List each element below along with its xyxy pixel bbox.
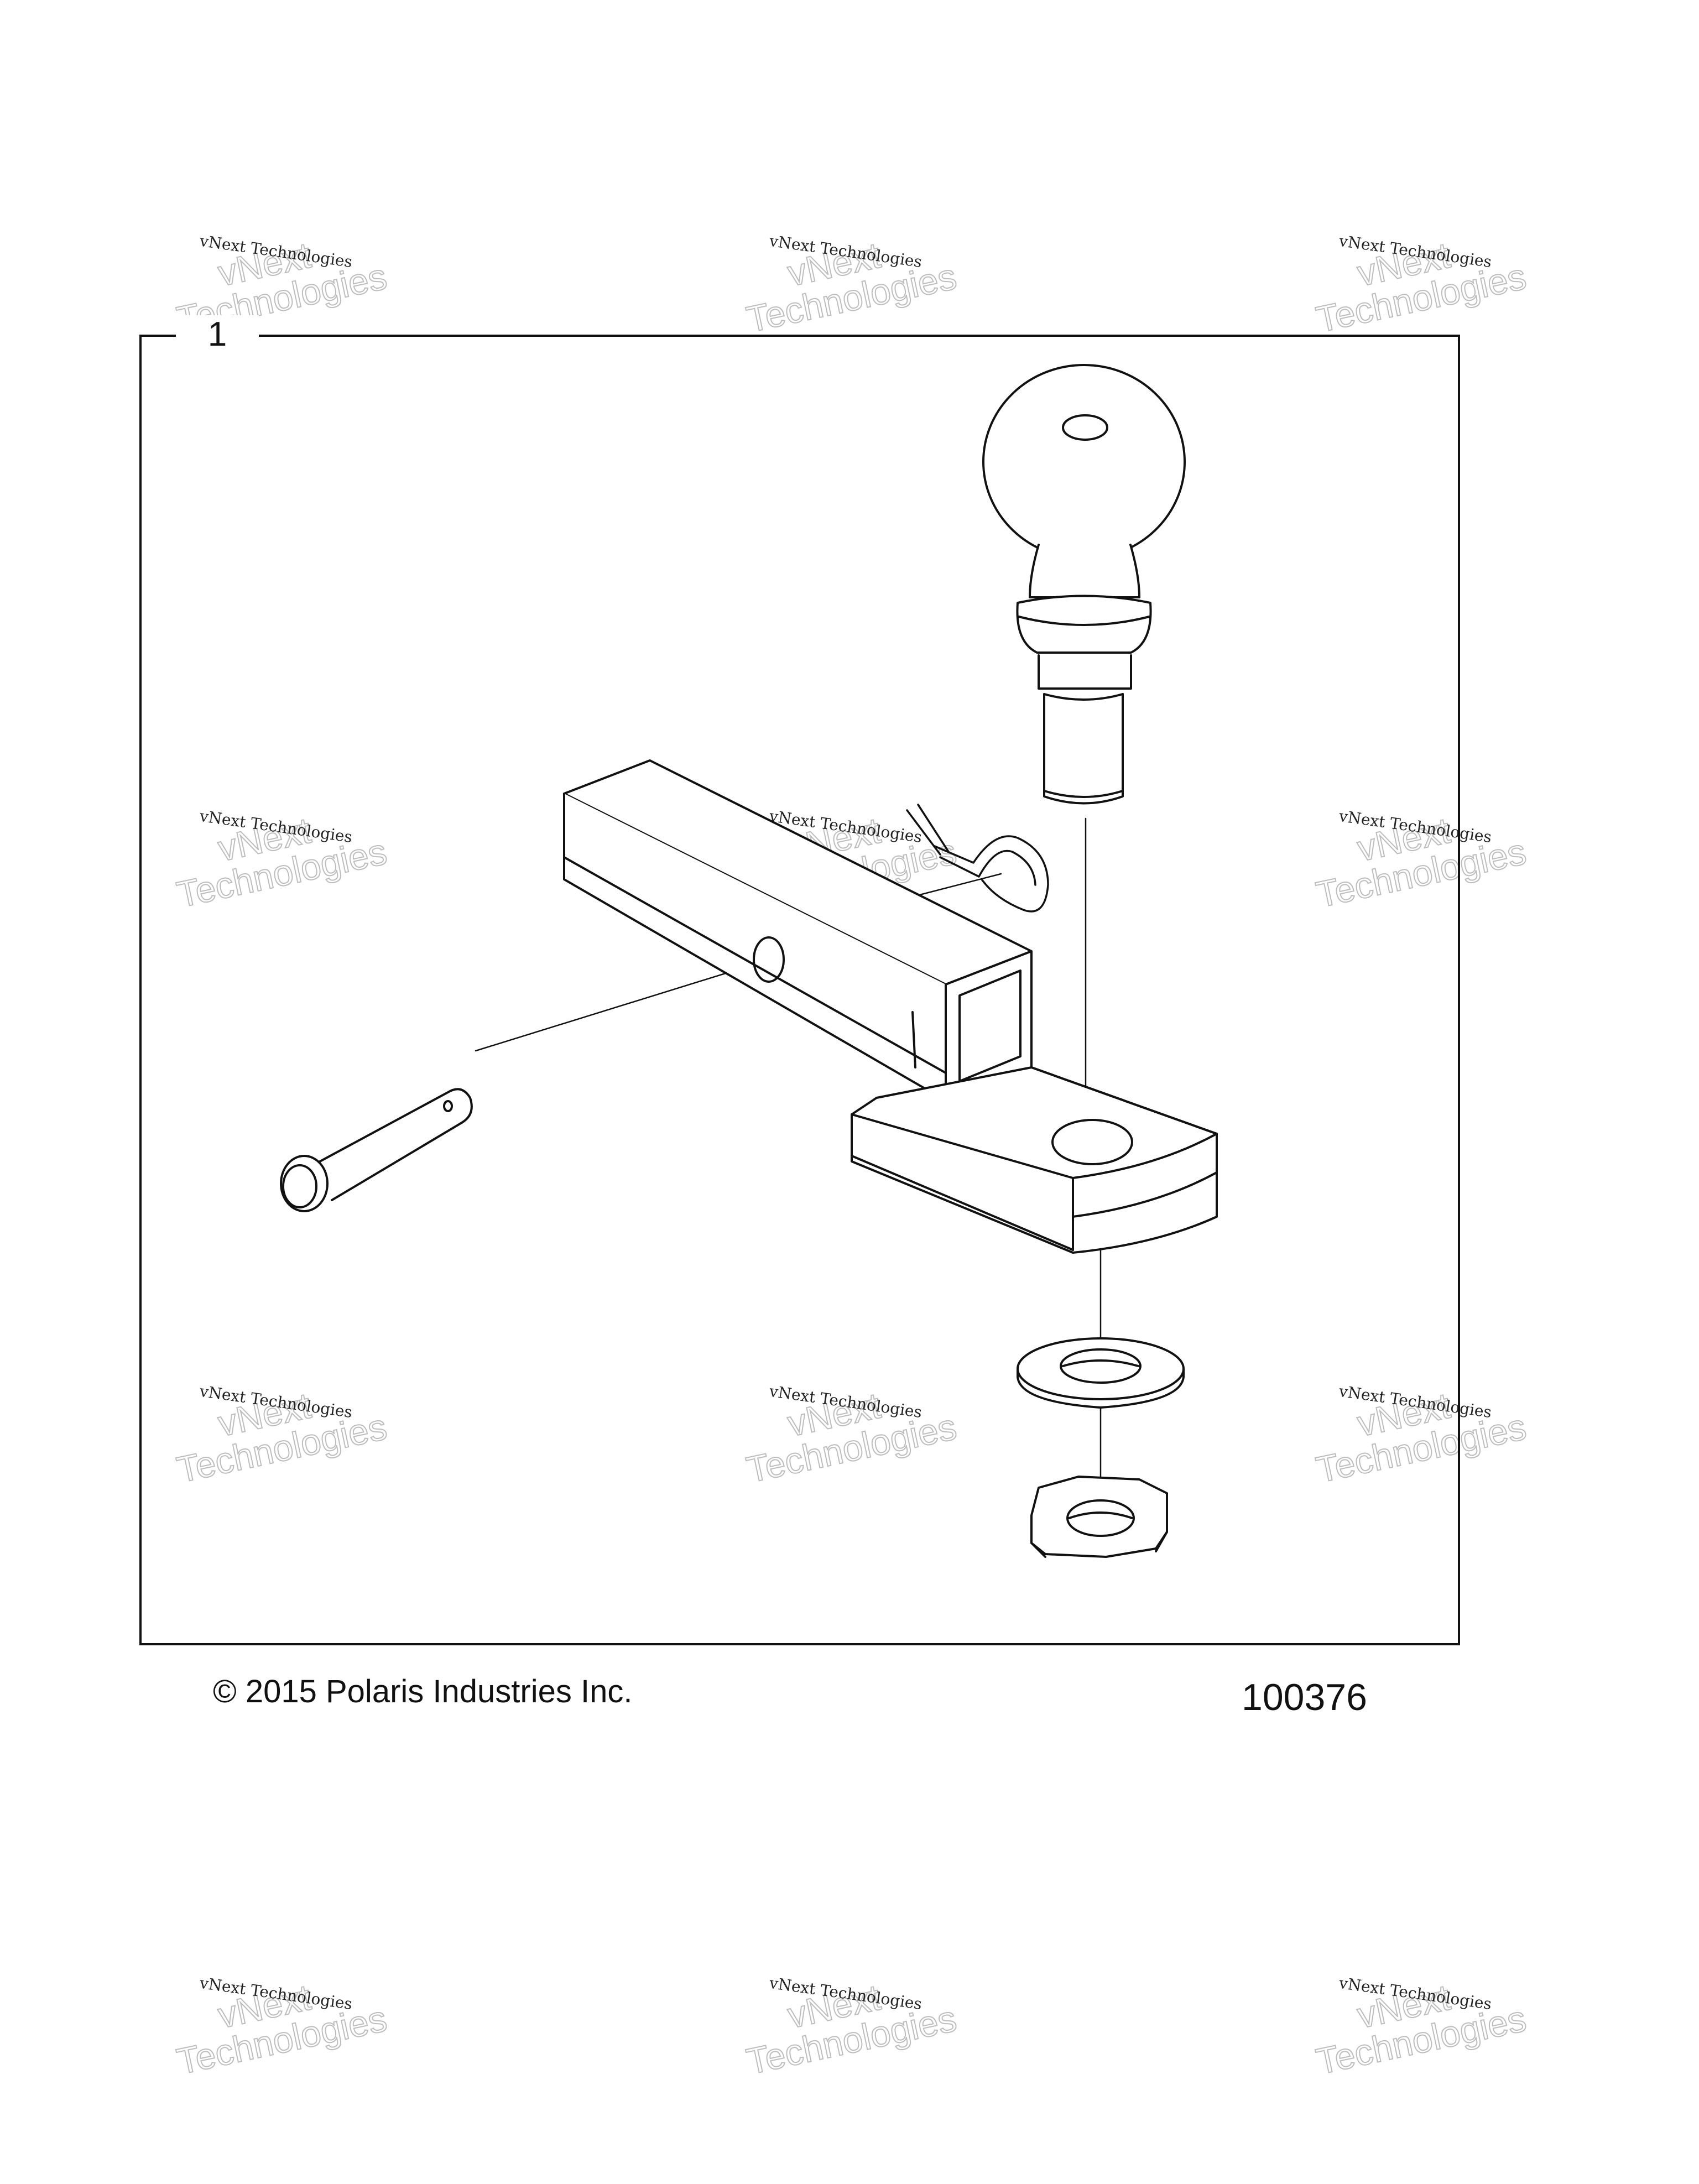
figure-number: 100376	[1242, 1676, 1367, 1718]
assembly-frame	[139, 335, 1460, 1645]
lock-washer	[1017, 1337, 1185, 1409]
ball-mount	[563, 759, 1218, 1254]
hitch-ball	[982, 364, 1186, 805]
item-number-label: 1	[176, 315, 259, 354]
hex-nut	[1030, 1476, 1168, 1558]
copyright-notice: © 2015 Polaris Industries Inc.	[213, 1674, 633, 1709]
leader-lines	[475, 817, 1102, 1483]
hair-pin-clip	[906, 804, 1049, 913]
hitch-pin	[280, 1088, 473, 1212]
